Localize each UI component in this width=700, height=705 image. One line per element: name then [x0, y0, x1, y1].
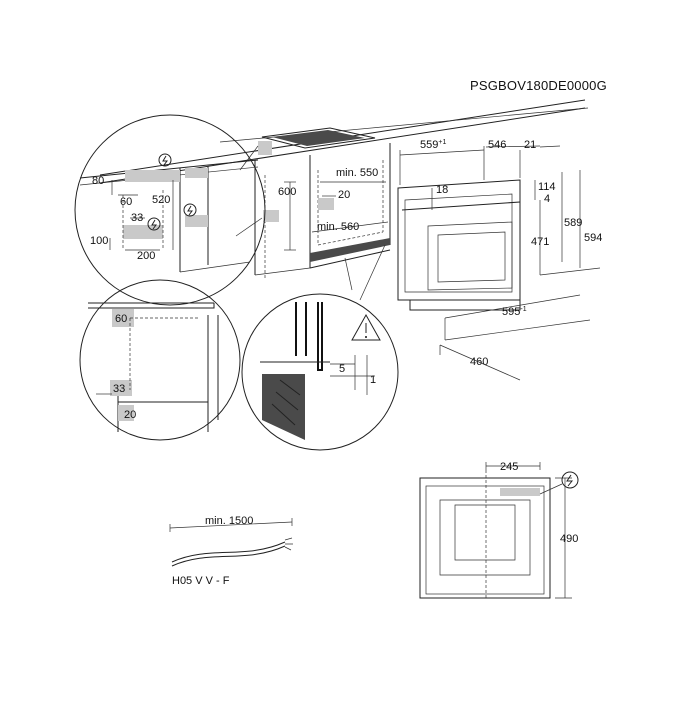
document-code: PSGBOV180DE0000G — [470, 78, 607, 93]
dim-min550: min. 550 — [336, 167, 378, 179]
dim-200: 200 — [137, 250, 155, 262]
dim-600: 600 — [278, 186, 296, 198]
cable-type-label: H05 V V - F — [172, 575, 230, 587]
warning-triangle-icon — [351, 313, 381, 341]
dim-20-circle: 20 — [124, 409, 136, 421]
oven-front-drawing: 245 490 — [419, 461, 579, 600]
dim-min560: min. 560 — [317, 221, 359, 233]
dim-18: 18 — [436, 184, 448, 196]
dim-4: 4 — [544, 193, 550, 205]
detail-circle-top-left: 80 60 520 33 100 200 — [74, 114, 266, 306]
dim-520: 520 — [152, 194, 170, 206]
detail-circle-warning: 5 1 — [241, 293, 399, 451]
dim-5: 5 — [339, 363, 345, 375]
detail-circle-bottom-left: 60 33 20 — [79, 279, 241, 441]
dim-21: 21 — [524, 139, 536, 151]
dim-589: 589 — [564, 217, 582, 229]
dim-471: 471 — [531, 236, 549, 248]
dim-80: 80 — [92, 175, 104, 187]
dim-1: 1 — [370, 374, 376, 386]
dim-33-circle: 33 — [113, 383, 125, 395]
dim-min1500: min. 1500 — [205, 515, 253, 527]
dim-245: 245 — [500, 461, 518, 473]
dim-33-left: 33 — [131, 212, 143, 224]
lightning-icon — [561, 471, 579, 489]
dim-60-circle: 60 — [115, 313, 127, 325]
dim-546: 546 — [488, 139, 506, 151]
dim-490: 490 — [560, 533, 578, 545]
dim-100: 100 — [90, 235, 108, 247]
lightning-icon — [158, 153, 172, 167]
dim-114: 114 — [538, 181, 556, 193]
oven-drawing: 559+1 546 21 18 114 4 471 589 594 595-1 … — [397, 139, 602, 381]
power-cable-drawing: min. 1500 H05 V V - F — [169, 515, 293, 587]
dim-60-left: 60 — [120, 196, 132, 208]
dim-20-top: 20 — [338, 189, 350, 201]
lightning-icon — [183, 203, 197, 217]
dim-559: 559+1 — [420, 139, 446, 151]
lightning-icon — [147, 217, 161, 231]
dim-595: 595-1 — [502, 306, 527, 318]
dim-594: 594 — [584, 232, 602, 244]
cabinet-drawing: 600 min. 550 20 min. 560 — [99, 99, 589, 301]
